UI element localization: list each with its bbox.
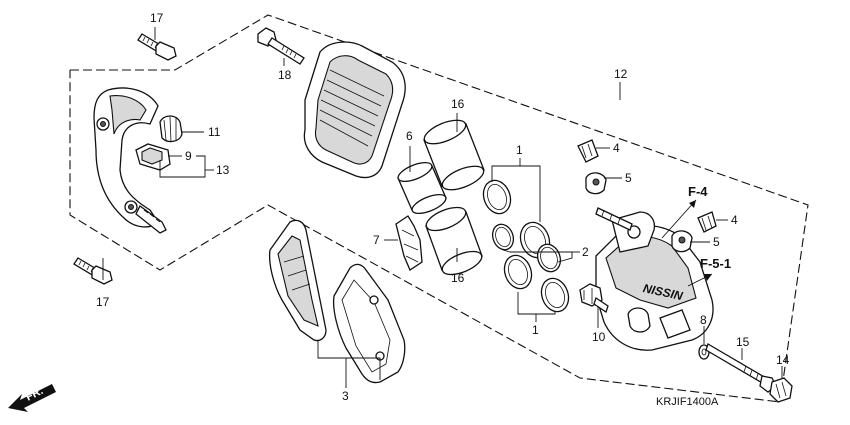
callout-16-upper: 16 [451,97,465,111]
callout-3: 3 [342,389,349,403]
piston-16-upper[interactable] [421,115,487,194]
callout-2: 2 [582,245,589,259]
piston-6[interactable] [396,159,449,217]
callout-4-lower: 4 [731,213,738,227]
bolt-18[interactable] [257,27,305,65]
bolt-17-upper[interactable] [137,33,177,61]
caliper-body[interactable] [595,207,714,351]
bleeder-4-lower[interactable] [697,211,717,233]
callout-1-lower: 1 [532,323,539,337]
callout-10: 10 [592,330,606,344]
bolt-10[interactable] [579,283,609,314]
callout-7: 7 [373,233,380,247]
reference-f51: F-5-1 [700,256,731,271]
callout-8: 8 [700,313,707,327]
piston-16-lower[interactable] [423,203,485,279]
bolt-17-lower[interactable] [73,257,113,285]
assembly-boundary-12 [69,14,809,403]
callout-1-upper: 1 [516,143,523,157]
plug-14[interactable] [769,377,793,403]
diagram-code: KRJIF1400A [656,396,719,408]
pin-15[interactable] [705,343,777,393]
callout-6: 6 [406,129,413,143]
piston-seals[interactable] [479,177,573,316]
bleeder-4-upper[interactable] [577,139,599,163]
caliper-bracket[interactable] [93,87,167,234]
brake-pad-outer[interactable] [268,219,327,342]
boot-11[interactable] [159,115,183,143]
callout-16-lower: 16 [451,271,465,285]
callout-labels: 17 18 16 12 11 9 13 6 1 4 5 4 5 7 2 16 1… [96,11,790,403]
callout-14: 14 [776,353,790,367]
callout-4-upper: 4 [613,141,620,155]
pad-spring-7[interactable] [395,215,423,271]
callout-11: 11 [208,125,221,139]
callout-13: 13 [216,163,230,177]
callout-5-upper: 5 [625,171,632,185]
callout-18: 18 [278,68,292,82]
front-arrow-icon: FR. [8,384,56,412]
callout-5-lower: 5 [713,235,720,249]
callout-15: 15 [736,335,750,349]
cap-5-lower[interactable] [671,230,693,253]
callout-17-upper: 17 [150,11,164,25]
callout-17-lower: 17 [96,295,110,309]
reference-f4: F-4 [688,184,708,199]
callout-9: 9 [185,149,192,163]
leader-lines [102,27,783,388]
cap-5-upper[interactable] [585,172,607,195]
pad-shim[interactable] [303,41,406,179]
boot-9[interactable] [135,143,171,171]
brake-pad-inner[interactable] [332,263,406,384]
svg-text:FR.: FR. [24,385,45,404]
callout-12: 12 [614,67,628,81]
